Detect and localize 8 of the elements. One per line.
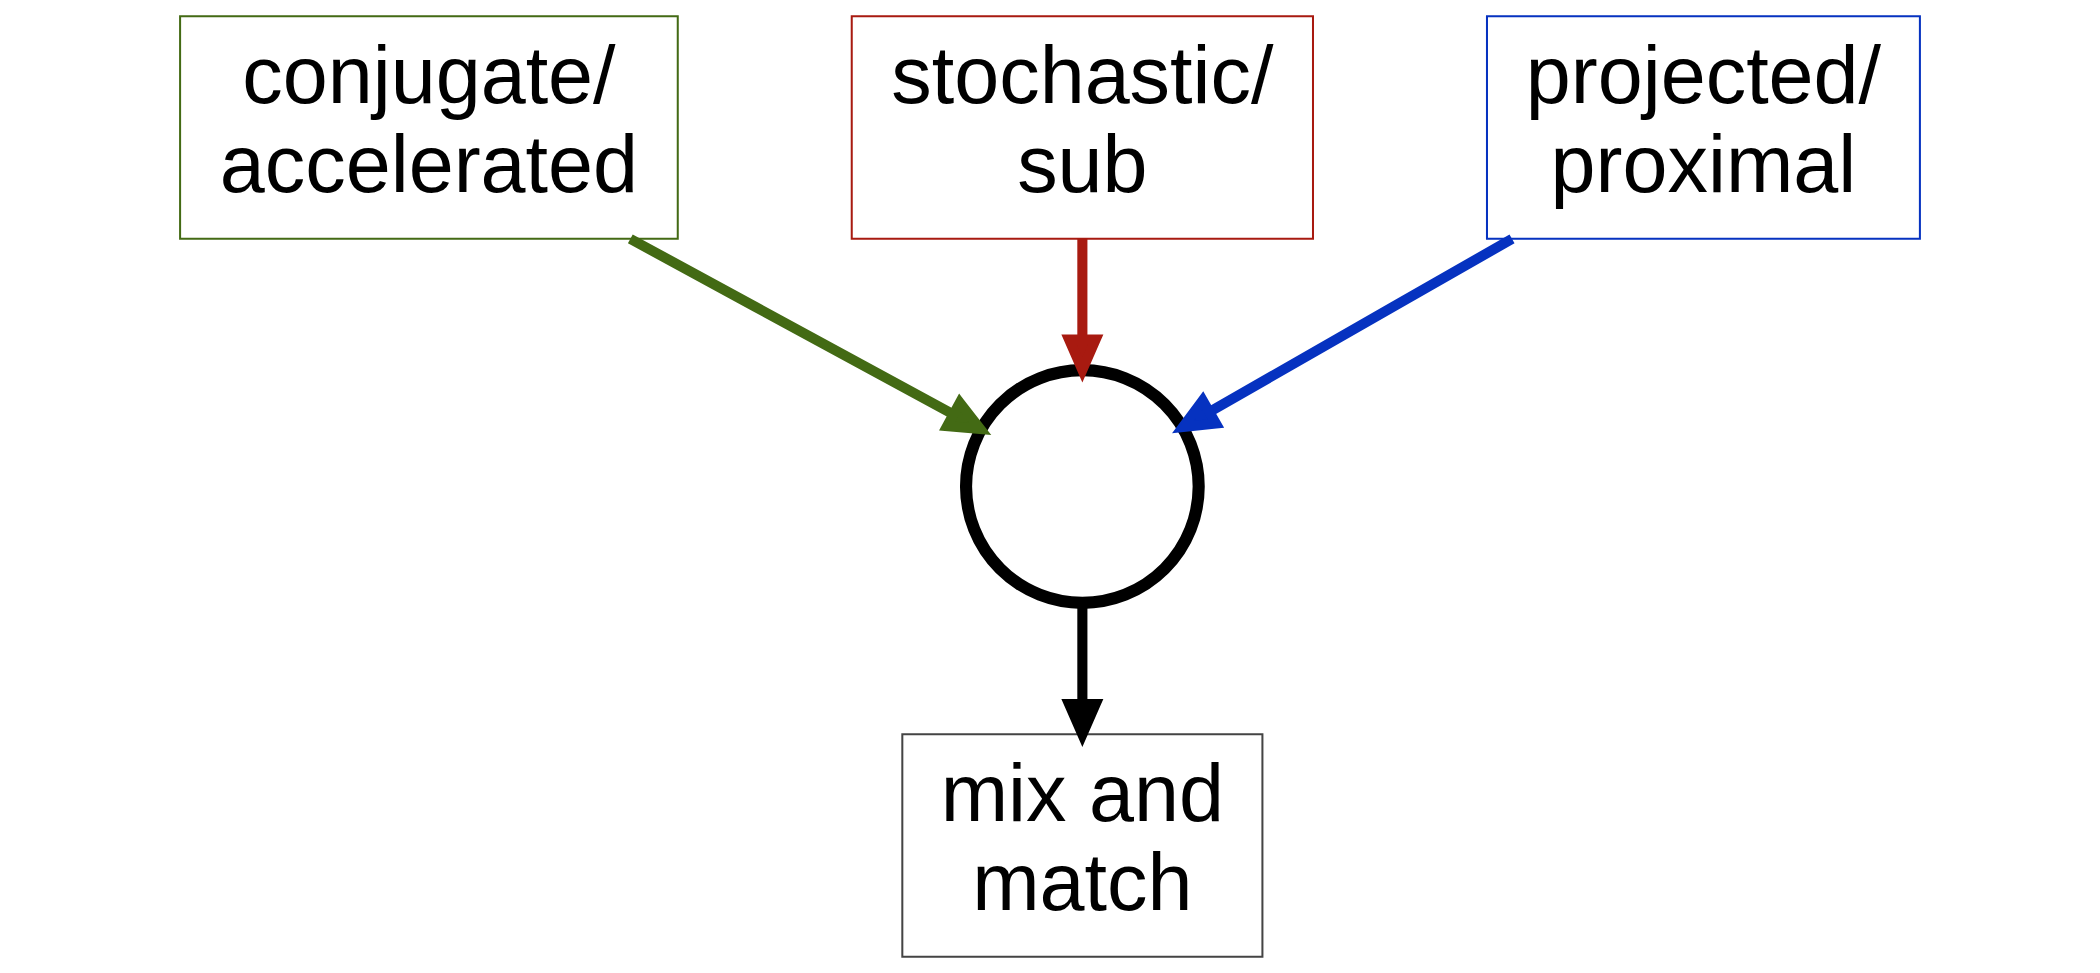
node-box: mix and match: [901, 733, 1264, 958]
node-box: projected/ proximal: [1485, 15, 1921, 240]
node-box: conjugate/ accelerated: [179, 15, 679, 240]
node-box: stochastic/ sub: [850, 15, 1314, 240]
arrow: [627, 234, 992, 435]
node-circle: [959, 364, 1205, 609]
arrow: [1061, 238, 1104, 383]
arrow: [1172, 234, 1515, 434]
